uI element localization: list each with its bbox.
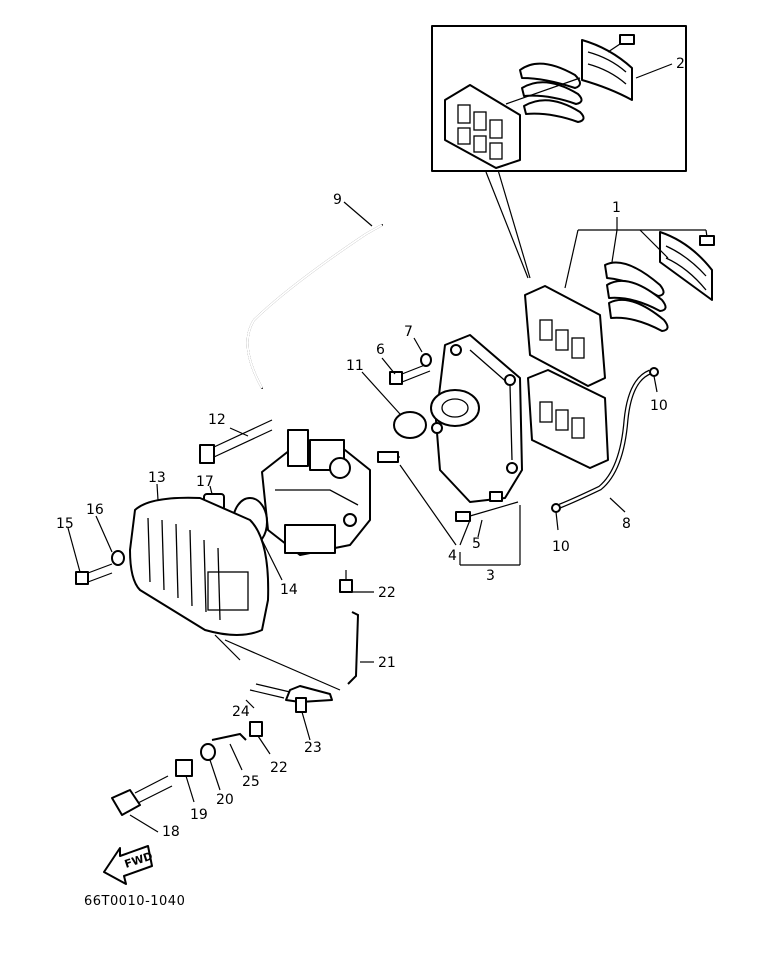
washer-7	[420, 353, 432, 367]
choke-knob	[111, 775, 173, 816]
callout-15: 15	[56, 516, 74, 532]
callout-4: 4	[448, 548, 457, 564]
gasket-11	[393, 411, 427, 439]
callout-2: 2	[676, 56, 685, 72]
callout-22-lower: 22	[270, 760, 288, 776]
grommet-19	[175, 759, 193, 777]
callout-6: 6	[376, 342, 385, 358]
bolt-15	[75, 563, 113, 585]
callout-18: 18	[162, 824, 180, 840]
callout-24: 24	[232, 704, 250, 720]
washer-20	[200, 743, 216, 761]
callout-7: 7	[404, 324, 413, 340]
callout-5: 5	[472, 536, 481, 552]
callout-22-upper: 22	[378, 585, 396, 601]
callout-20: 20	[216, 792, 234, 808]
screw-small	[377, 451, 399, 463]
callout-8: 8	[622, 516, 631, 532]
callout-21: 21	[378, 655, 396, 671]
callout-10-lower: 10	[552, 539, 570, 555]
diagram-code: 66T0010-1040	[84, 894, 185, 909]
callout-23: 23	[304, 740, 322, 756]
washer-16	[111, 550, 125, 566]
callout-12: 12	[208, 412, 226, 428]
callout-1: 1	[612, 200, 621, 216]
fwd-arrow-icon: FWD	[103, 845, 154, 885]
intake-manifold	[430, 334, 523, 503]
callout-11: 11	[346, 358, 364, 374]
callout-9: 9	[333, 192, 342, 208]
callout-16: 16	[86, 502, 104, 518]
reed-valve-detail-inset	[431, 25, 687, 172]
carburetor	[261, 429, 371, 556]
callout-10-upper: 10	[650, 398, 668, 414]
callout-13: 13	[148, 470, 166, 486]
callout-3: 3	[486, 568, 495, 584]
callout-19: 19	[190, 807, 208, 823]
callout-17: 17	[196, 474, 214, 490]
callout-25: 25	[242, 774, 260, 790]
reed-valve-assembly	[524, 231, 715, 469]
callout-14: 14	[280, 582, 298, 598]
joint-22-lower	[249, 721, 263, 737]
intake-silencer	[129, 496, 270, 636]
